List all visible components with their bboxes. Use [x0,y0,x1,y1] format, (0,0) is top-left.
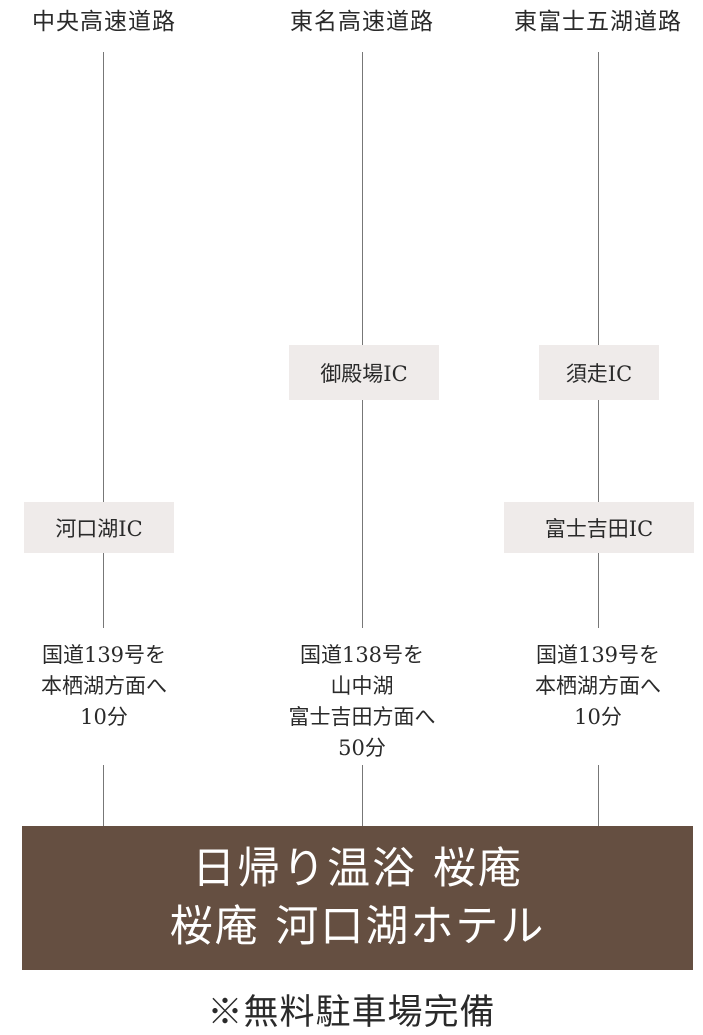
route-line: 山中湖 [330,674,394,698]
route-line: 本栖湖方面へ [41,674,167,698]
connector-line [362,400,363,628]
parking-note: ※無料駐車場完備 [207,993,496,1033]
connector-line [362,765,363,826]
connector-line [598,765,599,826]
route-line: 国道139号を [535,643,661,667]
route-line: 国道139号を [41,643,167,667]
ic-subashiri: 須走IC [539,345,659,400]
destination-line-1: 日帰り温浴 桜庵 [192,844,523,894]
route-line: 本栖湖方面へ [535,674,661,698]
connector-line [103,765,104,826]
route-line: 50分 [338,736,386,760]
destination-line-2: 桜庵 河口湖ホテル [169,902,546,952]
connector-line [103,553,104,628]
route-line: 国道138号を [299,643,425,667]
route-text-higashi-fuji: 国道139号を 本栖湖方面へ 10分 [483,640,703,733]
connector-line [103,52,104,502]
route-text-chuo: 国道139号を 本栖湖方面へ 10分 [0,640,219,733]
column-title-higashi-fuji: 東富士五湖道路 [514,9,682,35]
ic-fujiyoshida: 富士吉田IC [504,502,694,553]
connector-line [598,52,599,345]
destination-banner: 日帰り温浴 桜庵 桜庵 河口湖ホテル [22,826,693,970]
column-title-tomei: 東名高速道路 [290,9,434,35]
connector-line [598,400,599,502]
route-text-tomei: 国道138号を 山中湖 富士吉田方面へ 50分 [247,640,477,764]
route-line: 10分 [80,705,128,729]
route-line: 富士吉田方面へ [288,705,436,729]
connector-line [362,52,363,345]
ic-kawaguchiko: 河口湖IC [24,502,174,553]
connector-line [598,553,599,628]
column-title-chuo: 中央高速道路 [32,9,176,35]
ic-gotemba: 御殿場IC [289,345,439,400]
route-line: 10分 [574,705,622,729]
